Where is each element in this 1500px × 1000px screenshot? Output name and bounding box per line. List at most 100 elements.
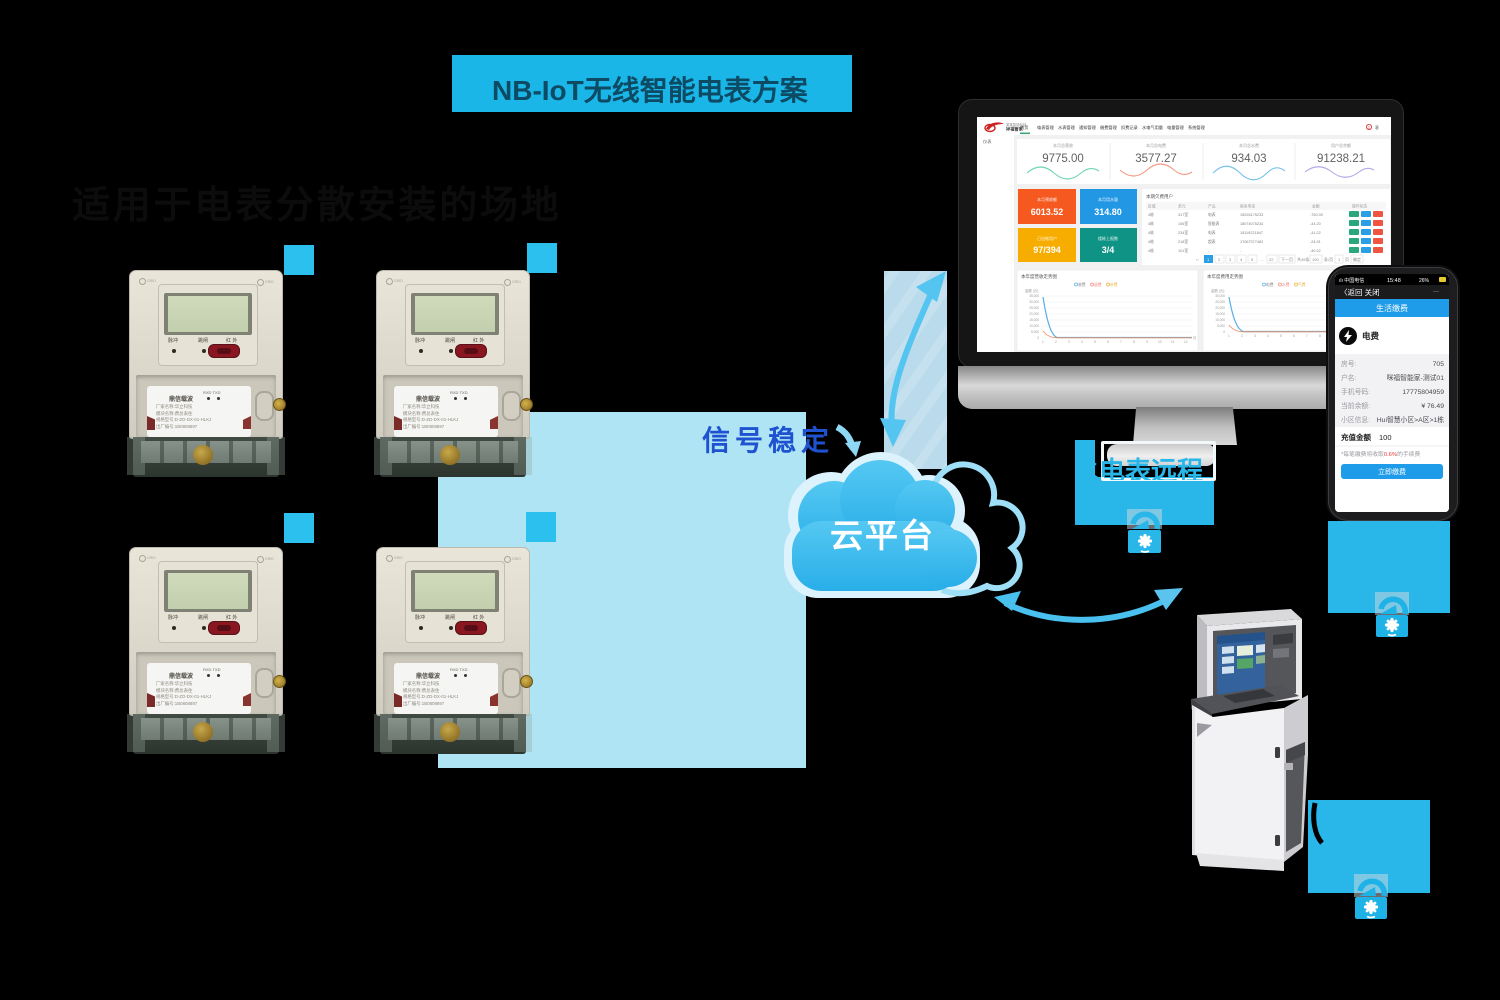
svg-text:金额 (元): 金额 (元) (1211, 288, 1224, 293)
svg-text:退费: 退费 (1094, 282, 1102, 287)
svg-text:91238.21: 91238.21 (1317, 153, 1365, 165)
svg-text:¥ 76.49: ¥ 76.49 (1421, 403, 1444, 410)
svg-text:10: 10 (1158, 340, 1162, 344)
svg-text:电费: 电费 (1362, 331, 1380, 341)
svg-text:20,000: 20,000 (1029, 312, 1039, 316)
svg-text:234室: 234室 (1178, 230, 1188, 235)
svg-text:4: 4 (1081, 340, 1083, 344)
svg-text:20,000: 20,000 (1215, 306, 1225, 310)
svg-text:1: 1 (1207, 257, 1210, 262)
svg-text:本月总水费: 本月总水费 (1239, 142, 1259, 148)
svg-text:金额 (元): 金额 (元) (1025, 288, 1038, 293)
svg-text:补费: 补费 (1110, 282, 1118, 287)
svg-text:首页: 首页 (1020, 124, 1028, 131)
svg-text:-750.00: -750.00 (1310, 213, 1323, 217)
svg-text:水电气用量: 水电气用量 (1142, 124, 1163, 131)
svg-text:本月总电费: 本月总电费 (1146, 142, 1166, 148)
svg-text:100: 100 (1312, 257, 1319, 262)
svg-text:手机号码:: 手机号码: (1341, 387, 1370, 396)
svg-text:金额: 金额 (1312, 204, 1320, 209)
svg-text:-24.91: -24.91 (1310, 240, 1321, 244)
svg-text:电表: 电表 (1208, 212, 1216, 217)
svg-text:9: 9 (1146, 340, 1148, 344)
svg-text:1: 1 (1042, 340, 1044, 344)
svg-text:产品: 产品 (1208, 204, 1216, 209)
svg-text:1: 1 (1228, 334, 1230, 338)
svg-text:水表管理: 水表管理 (1058, 124, 1076, 131)
svg-text:-44.20: -44.20 (1310, 222, 1321, 226)
svg-text:4栋: 4栋 (1148, 212, 1154, 217)
svg-text:…: … (1260, 257, 1264, 262)
svg-text:30,000: 30,000 (1215, 294, 1225, 298)
svg-text:房号:: 房号: (1341, 359, 1357, 368)
svg-text:7: 7 (1120, 340, 1122, 344)
svg-text:9775.00: 9775.00 (1042, 153, 1084, 165)
svg-text:3: 3 (1229, 257, 1232, 262)
svg-text:Hui智慧小区>A区>1栋: Hui智慧小区>A区>1栋 (1377, 415, 1444, 424)
svg-text:8: 8 (1319, 334, 1321, 338)
svg-text:5,000: 5,000 (1217, 324, 1225, 328)
svg-text:当前余额:: 当前余额: (1341, 401, 1370, 410)
svg-text:小区信息:: 小区信息: (1341, 415, 1370, 424)
svg-text:收费: 收费 (1078, 282, 1086, 287)
svg-text:22: 22 (1269, 257, 1274, 262)
svg-text:17067377482: 17067377482 (1240, 240, 1263, 244)
svg-text:立即缴费: 立即缴费 (1378, 467, 1406, 476)
svg-text:仪表: 仪表 (983, 138, 992, 145)
svg-text:咪福智能家-测试01: 咪福智能家-测试01 (1387, 373, 1445, 382)
svg-text:18074075234: 18074075234 (1240, 222, 1263, 226)
svg-text:电量管理: 电量管理 (1167, 124, 1185, 131)
svg-text:15,000: 15,000 (1029, 318, 1039, 322)
svg-text:97/394: 97/394 (1033, 245, 1061, 255)
svg-text:934.03: 934.03 (1231, 153, 1266, 165)
svg-text:超表: 超表 (1208, 239, 1216, 244)
svg-text:7: 7 (1306, 334, 1308, 338)
svg-text:2: 2 (1055, 340, 1057, 344)
svg-text:本月用水量: 本月用水量 (1098, 196, 1118, 202)
svg-text:本年度营收走势图: 本年度营收走势图 (1021, 273, 1057, 280)
svg-text:共45条: 共45条 (1297, 256, 1309, 262)
svg-text:4: 4 (1240, 257, 1243, 262)
svg-text:客: 客 (1375, 124, 1379, 130)
svg-text:314.80: 314.80 (1094, 207, 1122, 217)
svg-text:5: 5 (1251, 257, 1254, 262)
svg-text:6: 6 (1293, 334, 1295, 338)
svg-text:月: 月 (1193, 336, 1196, 340)
svg-text:水费: 水费 (1282, 282, 1290, 287)
svg-text:705: 705 (1433, 361, 1445, 368)
svg-text:云平台: 云平台 (830, 517, 935, 554)
svg-text:25,000: 25,000 (1029, 306, 1039, 310)
svg-text:户名:: 户名: (1341, 373, 1357, 382)
svg-text:4: 4 (1267, 334, 1269, 338)
svg-text:4栋: 4栋 (1148, 221, 1154, 226)
svg-text:3: 3 (1068, 340, 1070, 344)
svg-text:生活缴费: 生活缴费 (1376, 303, 1408, 313)
svg-text:3/4: 3/4 (1102, 245, 1115, 255)
svg-text:15119221847: 15119221847 (1240, 231, 1263, 235)
svg-text:10,000: 10,000 (1029, 324, 1039, 328)
svg-text:本年度费用走势图: 本年度费用走势图 (1207, 273, 1243, 280)
svg-text:楼栋上报数: 楼栋上报数 (1098, 235, 1118, 241)
svg-text:8: 8 (1133, 340, 1135, 344)
svg-text:···: ··· (1433, 289, 1439, 295)
svg-text:4栋: 4栋 (1148, 239, 1154, 244)
svg-text:电表管理: 电表管理 (1037, 124, 1055, 131)
svg-text:-41.22: -41.22 (1310, 231, 1321, 235)
svg-text:4栋: 4栋 (1148, 248, 1154, 253)
svg-text:15:48: 15:48 (1387, 278, 1401, 284)
svg-text:100: 100 (1379, 433, 1392, 442)
svg-text:智能表: 智能表 (1208, 221, 1220, 226)
svg-text:缴费管理: 缴费管理 (1100, 124, 1118, 131)
svg-text:101室: 101室 (1178, 248, 1188, 253)
svg-text:页: 页 (1345, 257, 1349, 262)
svg-text:5,000: 5,000 (1031, 330, 1039, 334)
svg-text:218室: 218室 (1178, 239, 1188, 244)
svg-text:0: 0 (1037, 336, 1039, 340)
svg-text:0: 0 (1223, 330, 1225, 334)
svg-text:系统管理: 系统管理 (1188, 124, 1206, 131)
svg-text:4栋: 4栋 (1148, 230, 1154, 235)
svg-text:‹‹: ‹‹ (1196, 257, 1199, 262)
svg-text:15026175233: 15026175233 (1240, 213, 1263, 217)
svg-text:用户总余额: 用户总余额 (1331, 142, 1351, 148)
svg-text:确定: 确定 (1353, 256, 1361, 262)
